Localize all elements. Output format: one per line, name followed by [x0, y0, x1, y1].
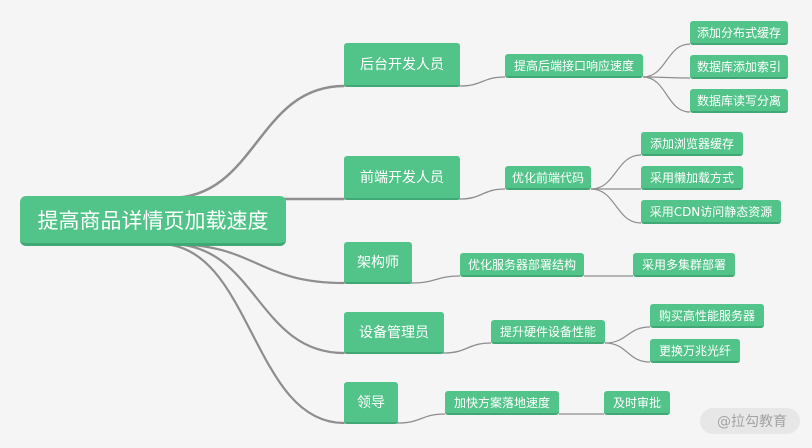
action-node-device-admin-1[interactable]: 购买高性能服务器	[650, 304, 764, 328]
role-node-device-admin[interactable]: 设备管理员	[344, 312, 444, 354]
task-node-leader[interactable]: 加快方案落地速度	[445, 391, 559, 415]
connector-device-admin-action-1	[604, 326, 651, 344]
action-node-frontend-1[interactable]: 添加浏览器缓存	[641, 132, 743, 156]
connector-backend-action-3	[642, 76, 691, 113]
connector-backend-task	[459, 76, 506, 87]
action-node-leader-1[interactable]: 及时审批	[604, 391, 670, 415]
action-node-frontend-3[interactable]: 采用CDN访问静态资源	[641, 200, 781, 224]
connector-root-device-admin	[169, 242, 345, 355]
watermark-text: @拉勾教育	[717, 414, 787, 430]
connector-architect-task	[411, 275, 461, 284]
root-topic[interactable]: 提高商品详情页加载速度	[20, 196, 286, 246]
connector-frontend-action-1	[590, 154, 642, 190]
action-node-backend-2[interactable]: 数据库添加索引	[690, 55, 788, 79]
connector-frontend-action-3	[590, 188, 642, 224]
connector-frontend-task	[459, 188, 506, 200]
task-node-device-admin[interactable]: 提升硬件设备性能	[491, 320, 605, 344]
role-node-leader[interactable]: 领导	[344, 382, 398, 424]
action-node-architect-1[interactable]: 采用多集群部署	[633, 253, 735, 277]
connector-backend-action-1	[642, 43, 691, 78]
connector-root-architect	[169, 242, 345, 285]
connector-root-backend	[169, 84, 345, 200]
task-node-architect[interactable]: 优化服务器部署结构	[460, 253, 584, 277]
watermark: @拉勾教育	[700, 408, 800, 434]
action-node-device-admin-2[interactable]: 更换万兆光纤	[650, 339, 740, 363]
connector-device-admin-task	[443, 342, 492, 354]
connector-device-admin-action-2	[604, 342, 651, 363]
connector-root-leader	[159, 242, 345, 425]
connector-backend-action-2	[642, 76, 691, 79]
task-node-backend[interactable]: 提高后端接口响应速度	[505, 54, 643, 78]
action-node-backend-3[interactable]: 数据库读写分离	[690, 89, 788, 113]
connector-leader-task	[397, 413, 446, 424]
action-node-backend-1[interactable]: 添加分布式缓存	[690, 21, 788, 45]
role-node-frontend[interactable]: 前端开发人员	[344, 156, 460, 200]
role-node-backend[interactable]: 后台开发人员	[344, 43, 460, 87]
role-node-architect[interactable]: 架构师	[344, 242, 412, 284]
action-node-frontend-2[interactable]: 采用懒加载方式	[641, 166, 743, 190]
task-node-frontend[interactable]: 优化前端代码	[505, 166, 591, 190]
